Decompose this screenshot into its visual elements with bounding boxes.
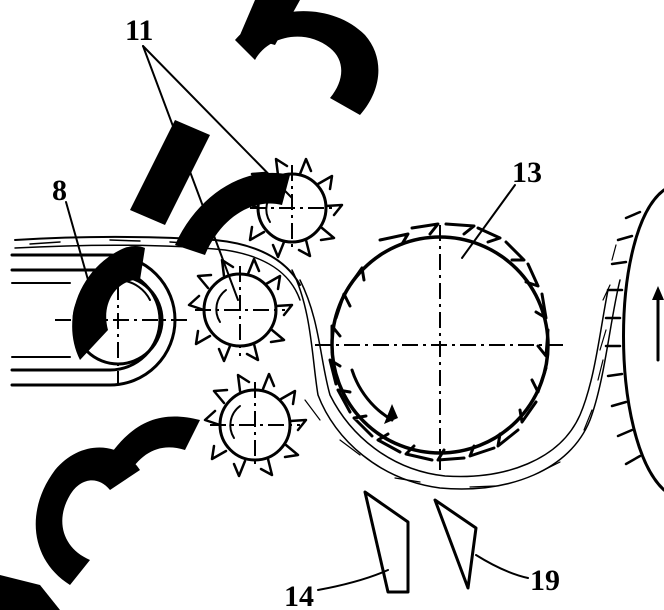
main-drum-teeth [328, 222, 550, 462]
label-11: 11 [125, 14, 153, 47]
right-drum [604, 188, 664, 492]
spiked-roller-top [242, 157, 344, 259]
label-8: 8 [52, 174, 67, 207]
blade-19 [433, 498, 478, 590]
label-14: 14 [284, 580, 314, 610]
spiked-roller-bottom [203, 372, 308, 478]
label-19: 19 [530, 564, 560, 597]
leader-lines [65, 45, 529, 591]
watermark-graphic [0, 0, 379, 610]
label-13: 13 [512, 156, 542, 189]
blade-14 [363, 490, 410, 594]
spiked-roller-middle [187, 257, 294, 363]
main-drum [315, 225, 565, 470]
